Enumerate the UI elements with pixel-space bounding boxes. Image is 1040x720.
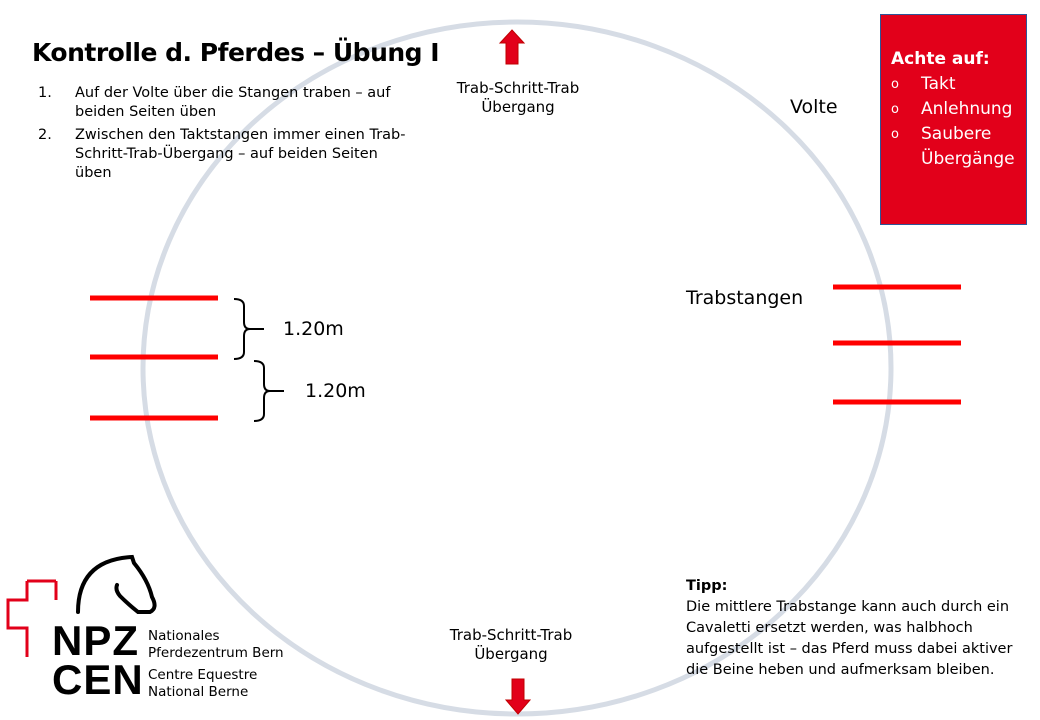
- distance-label-1: 1.20m: [283, 318, 344, 340]
- tip-box: Tipp: Die mittlere Trabstange kann auch …: [686, 576, 1026, 681]
- brace-2: [253, 360, 284, 422]
- arrow-down-icon: [504, 678, 532, 715]
- logo-text: National Berne: [148, 684, 249, 700]
- distance-label-2: 1.20m: [305, 380, 366, 402]
- item-text: Takt: [921, 74, 956, 94]
- instruction-item: 1. Auf der Volte über die Stangen traben …: [38, 84, 408, 122]
- arrow-up-icon: [498, 29, 526, 65]
- instruction-item: 2. Zwischen den Taktstangen immer einen T…: [38, 126, 408, 183]
- attention-item: o Anlehnung: [891, 97, 1026, 122]
- attention-item: o Takt: [891, 72, 1026, 97]
- logo-text: Nationales: [148, 628, 220, 644]
- label-line: Trab-Schritt-Trab: [449, 626, 573, 644]
- logo-fr: Centre Equestre National Berne: [148, 667, 257, 701]
- trabstangen-label: Trabstangen: [686, 287, 804, 309]
- label-line: Übergang: [474, 645, 548, 663]
- item-number: 2.: [38, 127, 52, 143]
- bullet-icon: o: [891, 77, 899, 92]
- logo-npz: NPZ: [52, 617, 139, 664]
- item-text: Auf der Volte über die Stangen traben – …: [75, 85, 391, 120]
- item-text: Anlehnung: [921, 99, 1013, 119]
- tip-heading: Tipp:: [686, 578, 728, 594]
- swiss-cross-icon: [6, 579, 58, 657]
- top-transition-label: Trab-Schritt-Trab Übergang: [440, 79, 596, 117]
- item-number: 1.: [38, 85, 52, 101]
- instruction-list: 1. Auf der Volte über die Stangen traben …: [38, 84, 408, 187]
- tip-text: Die mittlere Trabstange kann auch durch …: [686, 599, 1013, 678]
- label-line: Übergang: [481, 98, 555, 116]
- attention-heading: Achte auf:: [891, 49, 990, 69]
- logo-de: Nationales Pferdezentrum Bern: [148, 628, 284, 662]
- volte-label: Volte: [790, 96, 838, 118]
- page-title: Kontrolle d. Pferdes – Übung I: [32, 38, 440, 67]
- volte-circle: [140, 19, 894, 717]
- bullet-icon: o: [891, 127, 899, 142]
- item-text: Saubere Übergänge: [921, 124, 1015, 169]
- label-line: Trab-Schritt-Trab: [456, 79, 580, 97]
- logo-text: Pferdezentrum Bern: [148, 645, 284, 661]
- bullet-icon: o: [891, 102, 899, 117]
- attention-item: o Saubere Übergänge: [891, 122, 1026, 172]
- logo-cen: CEN: [52, 656, 144, 703]
- item-text: Zwischen den Taktstangen immer einen Tra…: [75, 127, 406, 181]
- bottom-transition-label: Trab-Schritt-Trab Übergang: [433, 626, 589, 664]
- logo-text: Centre Equestre: [148, 667, 258, 683]
- brace-1: [233, 298, 264, 360]
- horse-head-icon: [76, 554, 157, 614]
